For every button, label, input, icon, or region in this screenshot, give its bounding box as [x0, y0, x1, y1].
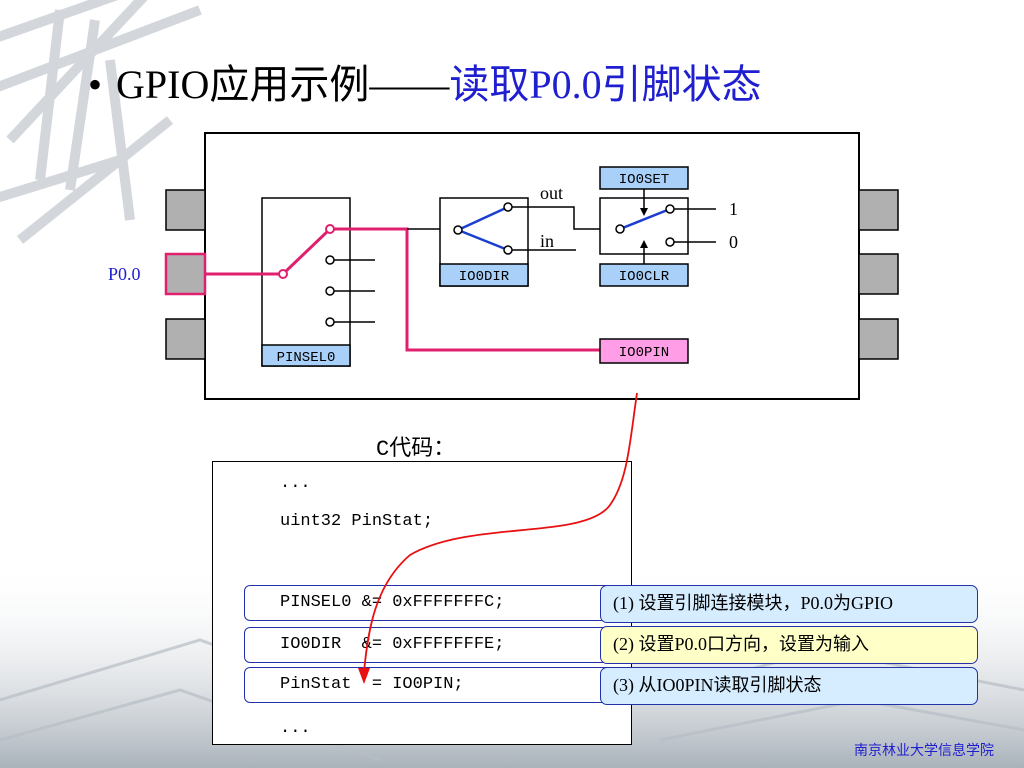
title-bullet: • [88, 62, 103, 107]
dir-register [439, 263, 529, 287]
output-switch [615, 189, 716, 264]
corner-pattern [0, 0, 202, 244]
signal-path [205, 227, 600, 352]
code-line-read: PinStat = IO0PIN; [280, 675, 464, 694]
code-heading: C代码： [376, 437, 456, 462]
pin-register-label: IO0PIN [619, 345, 669, 361]
pinsel-contacts [325, 255, 375, 327]
wire-out [528, 206, 620, 230]
pinsel-switch-nodes [278, 224, 335, 279]
pin-right-2 [858, 253, 899, 295]
label-zero: 0 [729, 232, 738, 252]
note-1: (1) 设置引脚连接模块，P0.0为GPIO [600, 585, 978, 623]
pin-left-3 [165, 318, 206, 360]
pinsel-register [261, 344, 351, 367]
slide-title: • GPIO应用示例——读取P0.0引脚状态 [88, 52, 762, 112]
label-one: 1 [729, 199, 738, 219]
dir-switch [453, 202, 528, 255]
code-line-dir: IO0DIR &= 0xFFFFFFFE; [280, 635, 505, 654]
pin-right-3 [858, 318, 899, 360]
pinsel-block [261, 197, 351, 367]
pin-right-1 [858, 189, 899, 231]
clr-register-label: IO0CLR [619, 269, 670, 285]
set-register-label: IO0SET [619, 172, 669, 188]
pinsel-register-label: PINSEL0 [277, 350, 336, 366]
note-3: (3) 从IO0PIN读取引脚状态 [600, 667, 978, 705]
pin-p0-0 [164, 252, 207, 296]
note-2: (2) 设置P0.0口方向，设置为输入 [600, 626, 978, 664]
pin-label-p0-0: P0.0 [108, 264, 141, 284]
label-out: out [540, 183, 563, 203]
pin-register [599, 338, 689, 364]
label-in: in [540, 231, 554, 251]
code-line-decl: uint32 PinStat; [280, 512, 434, 531]
title-subtitle: 读取P0.0引脚状态 [449, 62, 762, 107]
footer-institution: 南京林业大学信息学院 [854, 743, 994, 759]
pin-left-1 [165, 189, 206, 231]
title-main: GPIO应用示例—— [116, 62, 450, 107]
code-line-ellipsis-bottom: ... [280, 719, 311, 738]
code-line-ellipsis-top: ... [280, 474, 311, 493]
dir-register-label: IO0DIR [459, 269, 510, 285]
code-line-pinsel: PINSEL0 &= 0xFFFFFFFC; [280, 593, 505, 612]
